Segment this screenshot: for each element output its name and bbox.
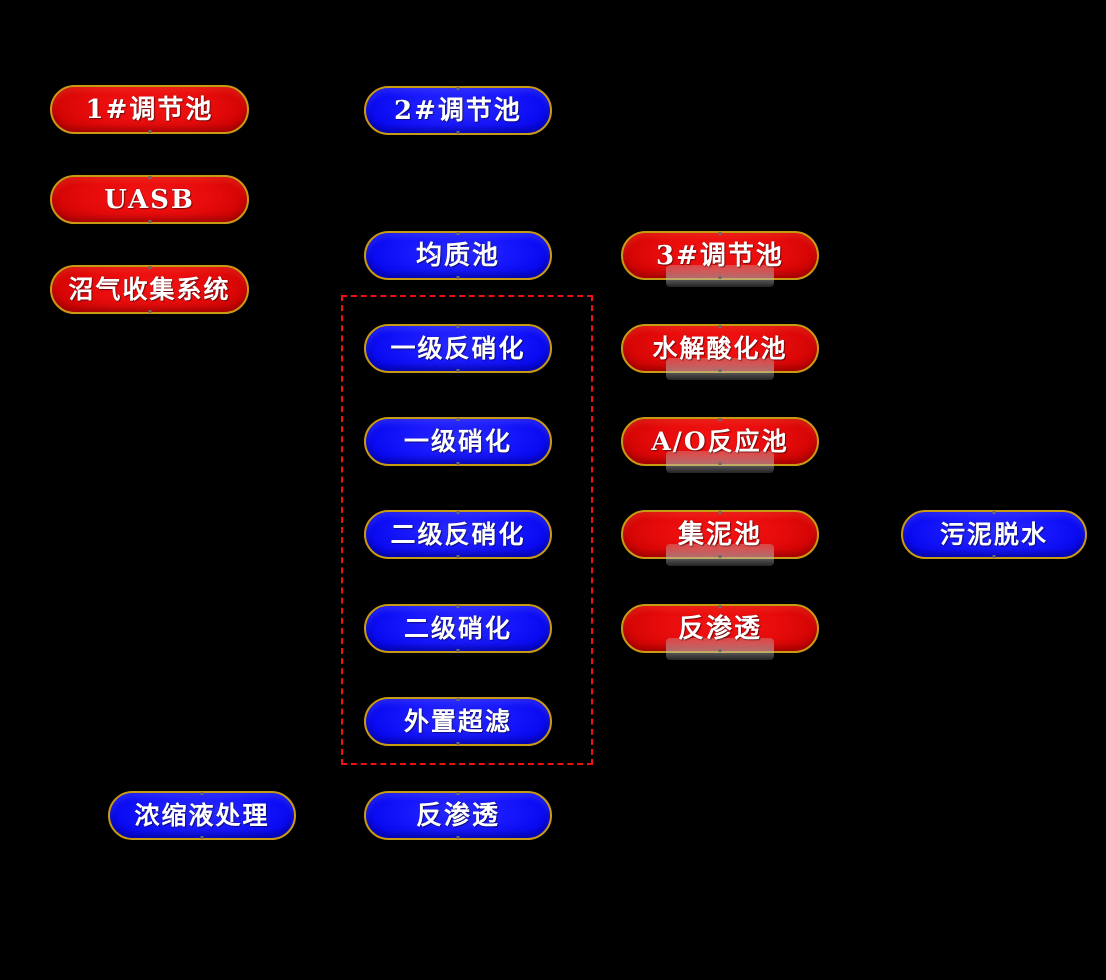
connector-nub-bottom-icon: [148, 130, 151, 133]
process-node-label: 反渗透: [677, 613, 762, 644]
process-node-label: 1#调节池: [85, 94, 214, 125]
connector-nub-top-icon: [718, 511, 722, 514]
process-node-label: 3#调节池: [656, 240, 784, 271]
process-node-n13[interactable]: 水解酸化池: [621, 324, 819, 380]
connector-nub-bottom-icon: [456, 131, 460, 134]
process-node-label: 均质池: [415, 240, 500, 271]
connector-nub-bottom-icon: [456, 649, 460, 652]
process-node-n14[interactable]: A/O反应池: [621, 417, 819, 473]
process-node-label: 水解酸化池: [652, 334, 788, 363]
process-node-n16[interactable]: 反渗透: [621, 604, 819, 660]
process-node-n9[interactable]: 二级硝化: [364, 604, 552, 653]
connector-nub-bottom-icon: [456, 276, 460, 279]
connector-nub-bottom-icon: [718, 649, 722, 652]
process-node-label: 反渗透: [415, 800, 500, 831]
connector-nub-top-icon: [992, 511, 996, 514]
connector-nub-bottom-icon: [456, 555, 460, 558]
connector-nub-top-icon: [718, 418, 722, 421]
connector-nub-bottom-icon: [456, 462, 460, 465]
process-node-n7[interactable]: 一级硝化: [364, 417, 552, 466]
connector-nub-top-icon: [456, 232, 460, 235]
connector-nub-bottom-icon: [718, 276, 722, 279]
connector-nub-top-icon: [718, 605, 722, 608]
connector-nub-top-icon: [148, 266, 151, 269]
process-node-label: 集泥池: [677, 519, 762, 550]
process-node-n8[interactable]: 二级反硝化: [364, 510, 552, 559]
process-node-n12[interactable]: 3#调节池: [621, 231, 819, 287]
process-node-n18[interactable]: 浓缩液处理: [108, 791, 296, 840]
connector-nub-top-icon: [148, 176, 151, 179]
connector-nub-top-icon: [456, 511, 460, 514]
process-node-n5[interactable]: 均质池: [364, 231, 552, 280]
connector-nub-bottom-icon: [200, 836, 204, 839]
connector-nub-top-icon: [456, 698, 460, 701]
process-node-n17[interactable]: 污泥脱水: [901, 510, 1087, 559]
process-node-label: 污泥脱水: [939, 520, 1048, 549]
process-node-label: 浓缩液处理: [134, 801, 270, 830]
connector-nub-bottom-icon: [456, 742, 460, 745]
process-node-label: 二级反硝化: [390, 520, 526, 549]
connector-nub-top-icon: [456, 792, 460, 795]
process-node-n10[interactable]: 外置超滤: [364, 697, 552, 746]
process-node-n3[interactable]: 沼气收集系统: [50, 265, 249, 314]
process-node-n11[interactable]: 反渗透: [364, 791, 552, 840]
connector-nub-bottom-icon: [718, 462, 722, 465]
connector-nub-top-icon: [456, 418, 460, 421]
process-node-label: 沼气收集系统: [68, 275, 231, 304]
connector-nub-bottom-icon: [456, 836, 460, 839]
process-node-n1[interactable]: 1#调节池: [50, 85, 249, 134]
process-node-label: 外置超滤: [403, 707, 512, 736]
connector-nub-bottom-icon: [456, 369, 460, 372]
process-node-label: UASB: [104, 184, 195, 215]
process-node-label: 一级硝化: [403, 427, 512, 456]
connector-nub-top-icon: [456, 87, 460, 90]
connector-nub-top-icon: [456, 605, 460, 608]
connector-nub-top-icon: [200, 792, 204, 795]
process-node-label: A/O反应池: [651, 427, 789, 456]
connector-nub-bottom-icon: [718, 369, 722, 372]
process-node-label: 2#调节池: [394, 95, 522, 126]
process-node-n15[interactable]: 集泥池: [621, 510, 819, 566]
process-node-n6[interactable]: 一级反硝化: [364, 324, 552, 373]
connector-nub-top-icon: [718, 325, 722, 328]
connector-nub-bottom-icon: [718, 555, 722, 558]
process-node-n2[interactable]: UASB: [50, 175, 249, 224]
process-node-label: 一级反硝化: [390, 334, 526, 363]
connector-nub-bottom-icon: [992, 555, 996, 558]
connector-nub-bottom-icon: [148, 310, 151, 313]
membrane-bio-treatment-group: [341, 295, 593, 765]
process-node-n4[interactable]: 2#调节池: [364, 86, 552, 135]
connector-nub-top-icon: [718, 232, 722, 235]
connector-nub-bottom-icon: [148, 220, 151, 223]
process-node-label: 二级硝化: [403, 614, 512, 643]
connector-nub-top-icon: [456, 325, 460, 328]
